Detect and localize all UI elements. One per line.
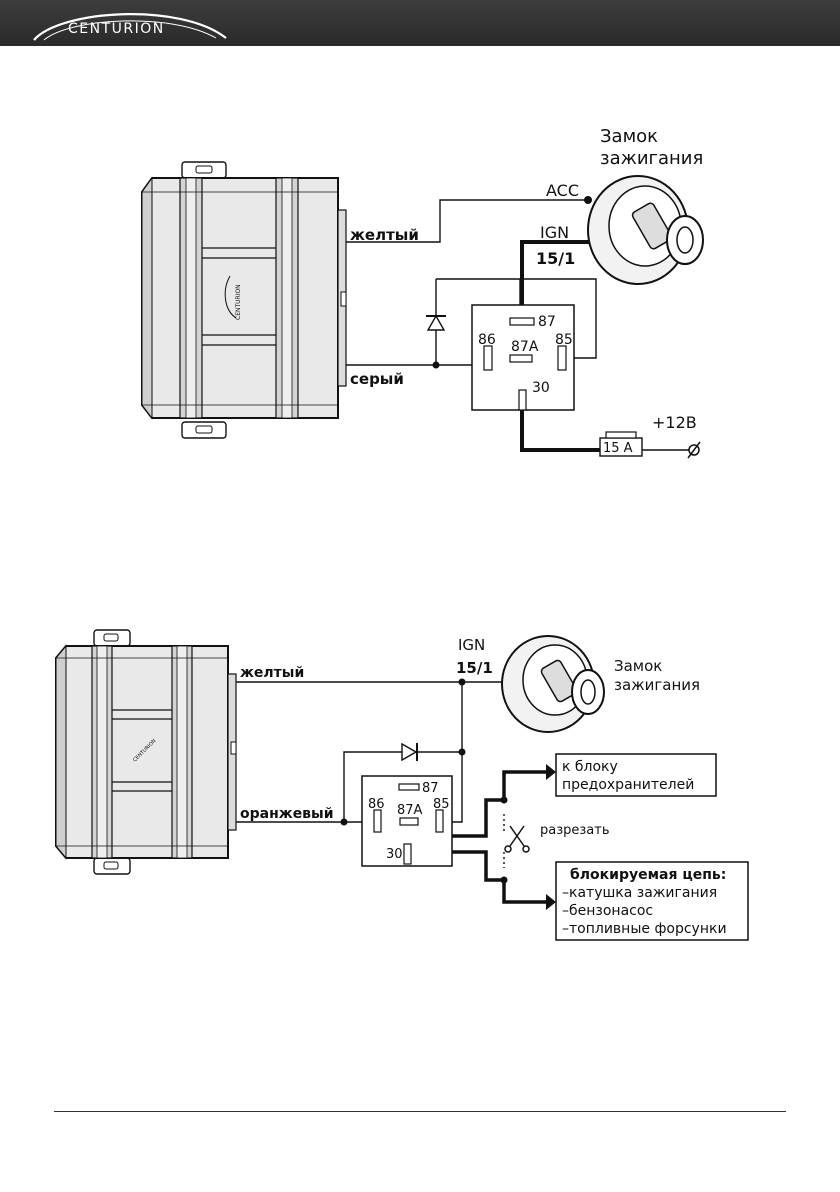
ignition-lock-title-line2: зажигания — [600, 148, 703, 169]
pin-87-label: 87 — [538, 314, 556, 330]
wire-orange-label: оранжевый — [240, 806, 334, 822]
pin-86-label: 86 — [478, 332, 496, 348]
diode-icon — [402, 743, 417, 761]
wire-yellow-label: желтый — [240, 665, 304, 681]
fuse-label: 15 A — [603, 441, 633, 456]
cut-label: разрезать — [540, 823, 610, 838]
wire-gray-label: серый — [350, 370, 404, 388]
ignition-lock-title-line1: Замок — [600, 126, 658, 147]
alarm-unit: CENTURION — [56, 630, 236, 874]
power-terminal-icon — [688, 442, 700, 458]
blocked-item: –катушка зажигания — [562, 885, 717, 901]
power-label: +12В — [652, 413, 697, 432]
wiring-diagram-top: CENTURION 87 86 87A 85 30 15 A — [0, 0, 840, 480]
pin-87a-label: 87A — [511, 339, 539, 355]
diode-icon — [426, 316, 446, 330]
acc-label: ACC — [546, 181, 579, 200]
pin-85-label: 85 — [555, 332, 573, 348]
pin-87a-label: 87A — [397, 803, 423, 818]
fuse-block-line2: предохранителей — [562, 777, 694, 793]
ignition-lock-title-line2: зажигания — [614, 676, 700, 694]
scissors-icon — [505, 826, 529, 852]
pin-86-label: 86 — [368, 797, 385, 812]
unit-logo-text: CENTURION — [235, 284, 242, 320]
pin-30-label: 30 — [532, 380, 550, 396]
ign-label: IGN — [458, 636, 485, 654]
pin-85-label: 85 — [433, 797, 450, 812]
alarm-unit: CENTURION — [142, 162, 346, 438]
fuse-block-line1: к блоку — [562, 759, 618, 775]
ign-label: IGN — [540, 223, 569, 242]
relay — [472, 305, 574, 410]
wiring-diagram-bottom: CENTURION разрезать 87 — [0, 600, 840, 950]
ign-terminal-label: 15/1 — [456, 659, 493, 677]
ignition-lock-icon — [588, 176, 703, 284]
footer-divider — [54, 1111, 786, 1112]
blocked-item: –топливные форсунки — [562, 921, 727, 937]
ign-terminal-label: 15/1 — [536, 249, 575, 268]
pin-87-label: 87 — [422, 781, 439, 796]
pin-30-label: 30 — [386, 847, 403, 862]
ignition-lock-icon — [502, 636, 604, 732]
ignition-lock-title-line1: Замок — [614, 657, 662, 675]
wire-yellow-label: желтый — [350, 226, 419, 244]
blocked-title: блокируемая цепь: — [570, 867, 726, 883]
blocked-item: –бензонасос — [562, 903, 653, 919]
